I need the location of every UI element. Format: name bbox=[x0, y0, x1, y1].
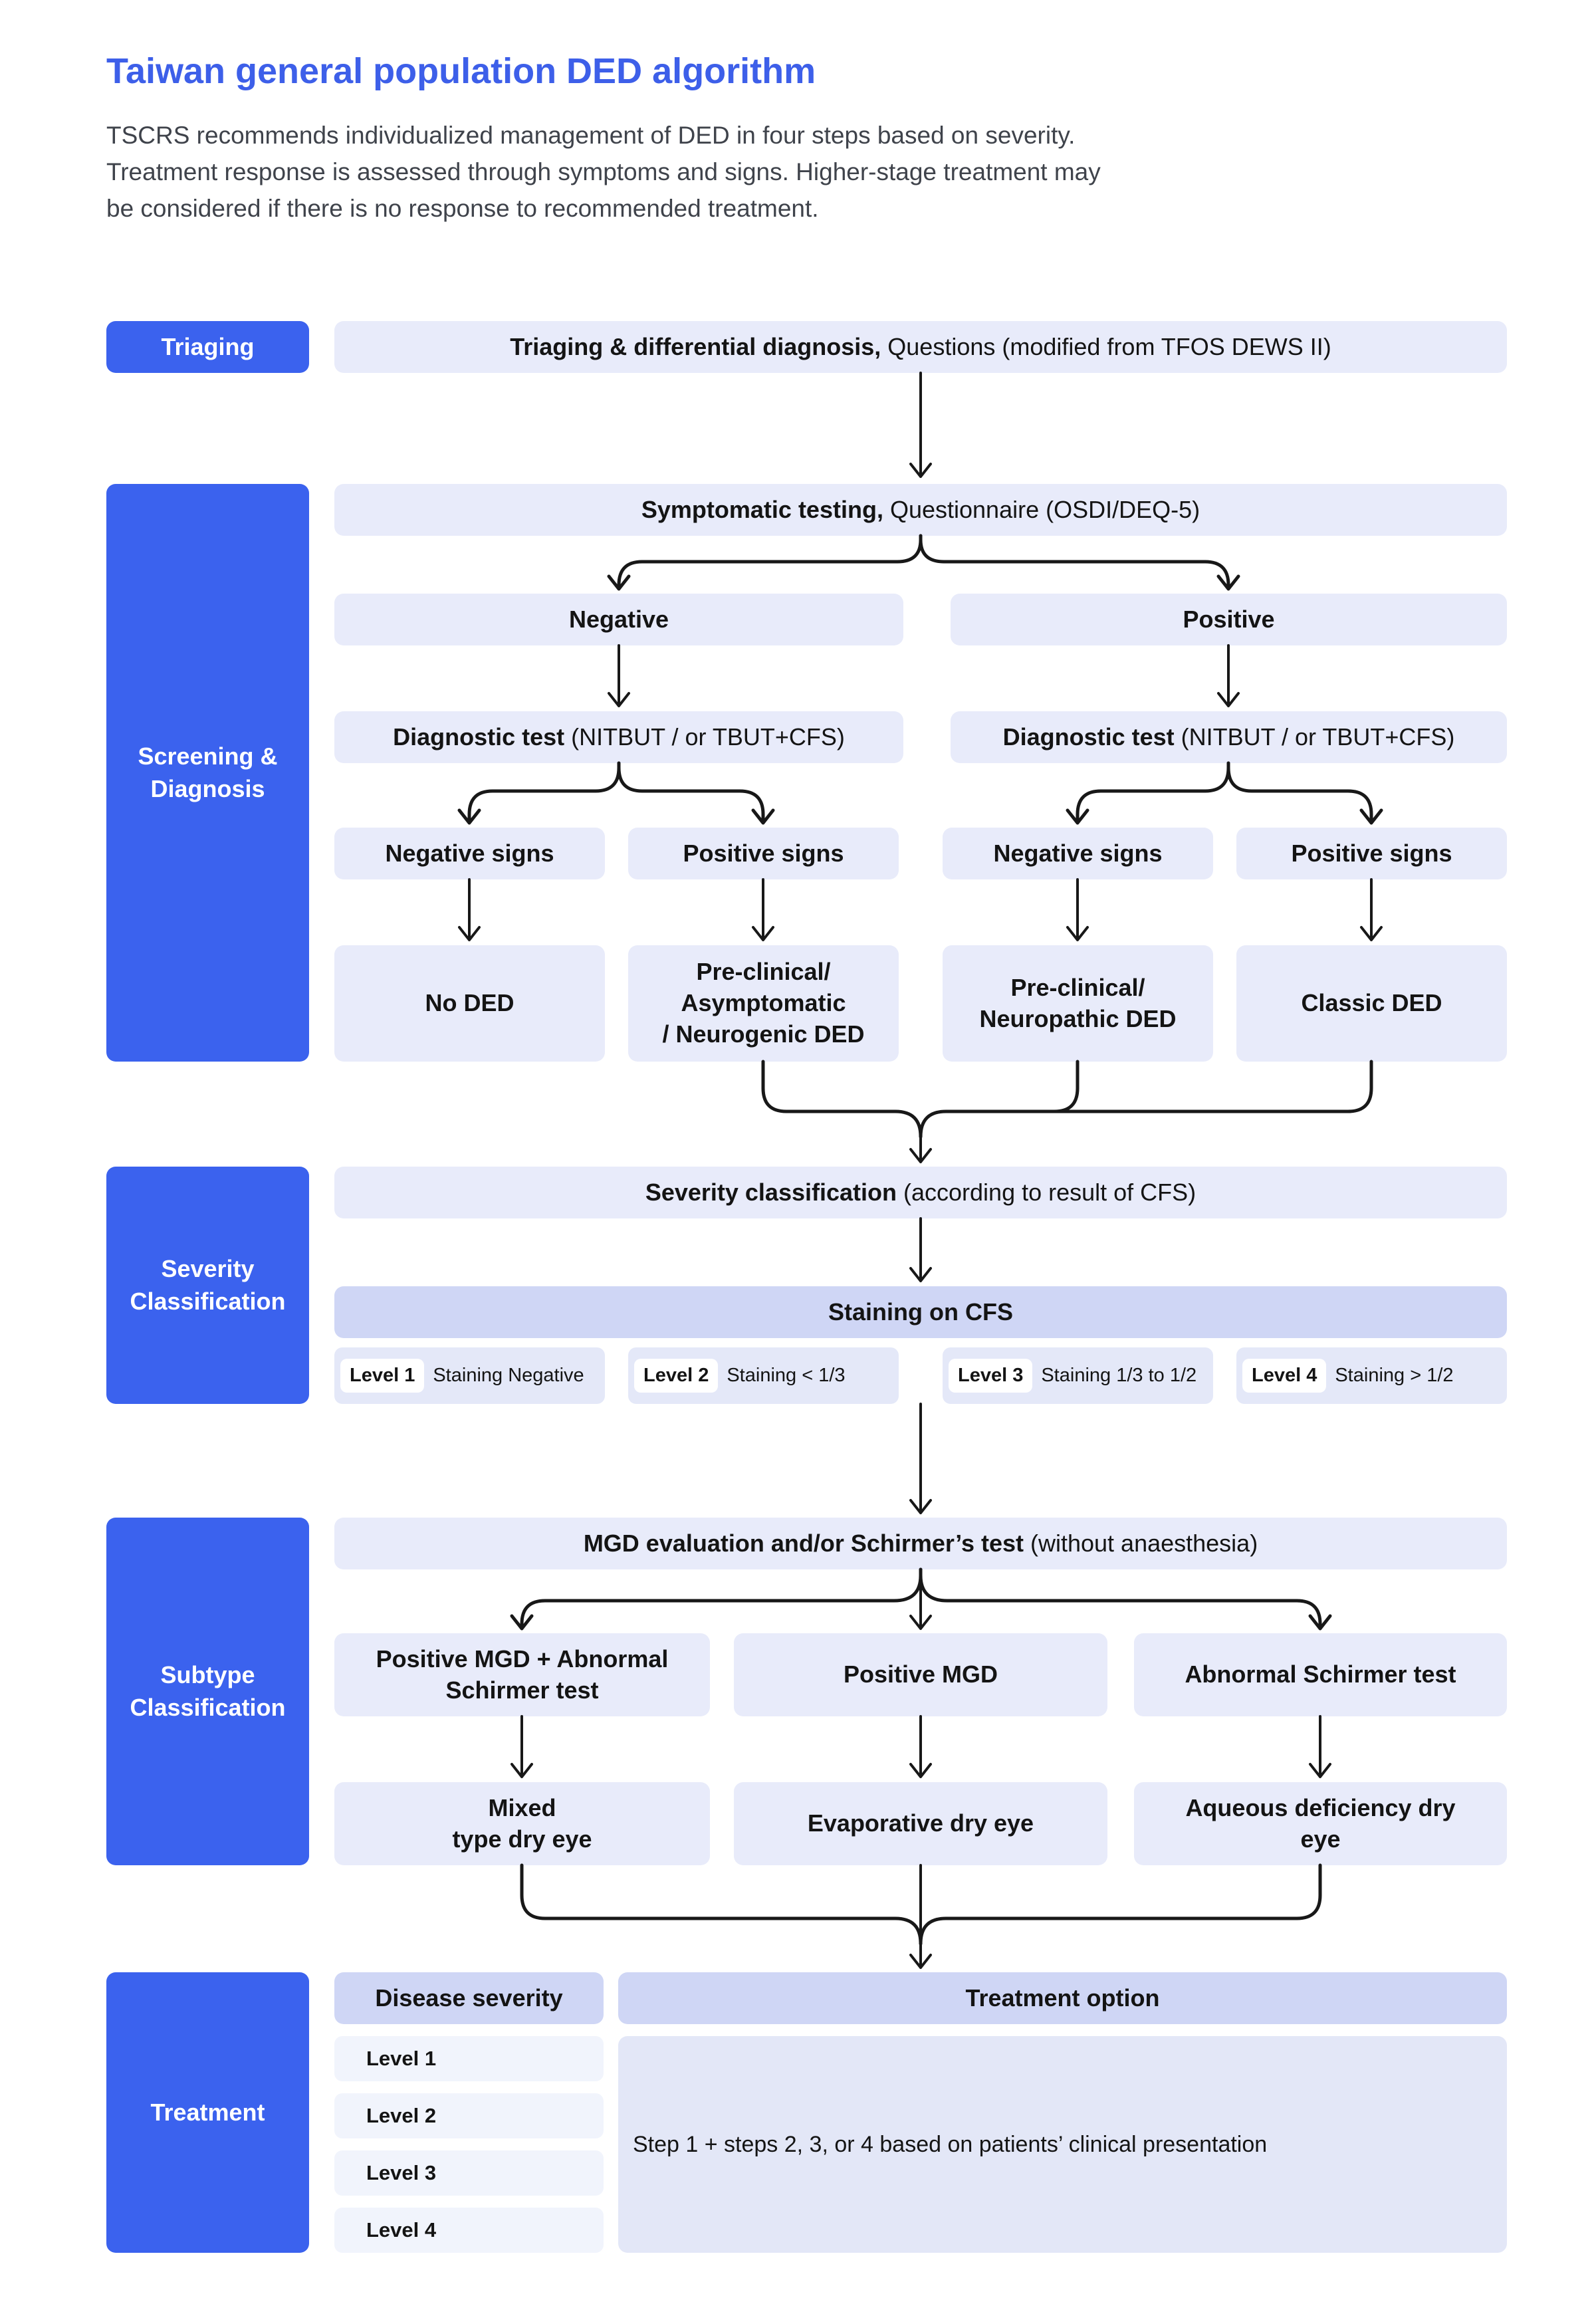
treatment-header-treatment-option: Treatment option bbox=[618, 1972, 1507, 2024]
connector-symptomatic-split-left bbox=[607, 534, 923, 591]
node-text-bold: Diagnostic test bbox=[393, 723, 565, 750]
node-diagnostic-test-right: Diagnostic test (NITBUT / or TBUT+CFS) bbox=[951, 711, 1507, 763]
node-text-rest: Questionnaire (OSDI/DEQ-5) bbox=[883, 495, 1200, 523]
node-outcome-preclinical-neuropathic: Pre-clinical/ Neuropathic DED bbox=[943, 945, 1213, 1062]
node-abnormal-schirmer-test: Abnormal Schirmer test bbox=[1134, 1633, 1507, 1716]
level-chip: Level 4 bbox=[1242, 1358, 1327, 1393]
node-outcome-no-ded: No DED bbox=[334, 945, 605, 1062]
node-text: Diagnostic test (NITBUT / or TBUT+CFS) bbox=[393, 722, 845, 753]
node-symptomatic-testing: Symptomatic testing, Questionnaire (OSDI… bbox=[334, 484, 1507, 536]
connector-outcomes-merge-right bbox=[919, 1060, 1373, 1139]
level-text: Staining Negative bbox=[433, 1364, 584, 1386]
node-questionnaire-positive: Positive bbox=[951, 594, 1507, 645]
level-text: Staining < 1/3 bbox=[727, 1364, 846, 1386]
level-chip: Level 3 bbox=[949, 1358, 1033, 1393]
node-negative-signs-left: Negative signs bbox=[334, 828, 605, 879]
arrow-possigns-to-classic bbox=[1360, 878, 1383, 941]
connector-diagright-split-left bbox=[1066, 761, 1230, 825]
node-text-bold: Symptomatic testing, bbox=[641, 495, 883, 523]
node-negative-signs-right: Negative signs bbox=[943, 828, 1213, 879]
node-text-bold: MGD evaluation and/or Schirmer’s test bbox=[583, 1529, 1024, 1557]
arrow-negsigns-to-noded bbox=[458, 878, 481, 941]
arrow-subtype3-to-aqueous bbox=[1309, 1715, 1331, 1778]
arrow-subtype1-to-mixed bbox=[511, 1715, 533, 1778]
node-text-rest: (according to result of CFS) bbox=[897, 1178, 1197, 1206]
node-positive-signs-left: Positive signs bbox=[628, 828, 899, 879]
node-aqueous-deficiency-dry-eye: Aqueous deficiency dry eye bbox=[1134, 1782, 1507, 1865]
arrow-negsigns-to-neuropathic bbox=[1066, 878, 1089, 941]
treatment-row-level-4: Level 4 bbox=[334, 2208, 604, 2253]
node-text: Symptomatic testing, Questionnaire (OSDI… bbox=[641, 495, 1200, 526]
staining-level-3: Level 3 Staining 1/3 to 1/2 bbox=[943, 1347, 1213, 1404]
connector-types-merge-left bbox=[520, 1863, 923, 1946]
node-evaporative-dry-eye: Evaporative dry eye bbox=[734, 1782, 1107, 1865]
page-title: Taiwan general population DED algorithm bbox=[106, 51, 816, 91]
staining-level-1: Level 1 Staining Negative bbox=[334, 1347, 605, 1404]
node-positive-mgd: Positive MGD bbox=[734, 1633, 1107, 1716]
treatment-row-level-1: Level 1 bbox=[334, 2036, 604, 2081]
treatment-row-level-2: Level 2 bbox=[334, 2093, 604, 2138]
connector-diagleft-split-left bbox=[457, 761, 621, 825]
arrow-subtype2-to-evaporative bbox=[909, 1715, 932, 1778]
node-outcome-preclinical-asymptomatic-neurogenic: Pre-clinical/ Asymptomatic / Neurogenic … bbox=[628, 945, 899, 1062]
node-text: Diagnostic test (NITBUT / or TBUT+CFS) bbox=[1003, 722, 1455, 753]
treatment-step-note: Step 1 + steps 2, 3, or 4 based on patie… bbox=[618, 2036, 1507, 2253]
connector-diagleft-split-right bbox=[617, 761, 775, 825]
stage-label-treatment: Treatment bbox=[106, 1972, 309, 2253]
node-text-bold: Diagnostic test bbox=[1002, 723, 1175, 750]
node-text: Severity classification (according to re… bbox=[645, 1177, 1196, 1208]
arrow-positive-to-diagnostic bbox=[1217, 644, 1240, 707]
node-text-bold: Severity classification bbox=[645, 1178, 897, 1206]
treatment-row-level-3: Level 3 bbox=[334, 2150, 604, 2196]
arrow-possigns-to-preclinical bbox=[752, 878, 774, 941]
connector-types-merge-right bbox=[919, 1863, 1322, 1946]
arrow-outcomes-to-severity bbox=[909, 1133, 932, 1163]
arrow-triage-to-symptomatic bbox=[909, 372, 932, 478]
stage-label-screening-diagnosis: Screening & Diagnosis bbox=[106, 484, 309, 1062]
node-text-rest: (NITBUT / or TBUT+CFS) bbox=[564, 723, 845, 750]
node-text-bold: Triaging & differential diagnosis, bbox=[510, 332, 881, 360]
node-text: Triaging & differential diagnosis, Quest… bbox=[510, 332, 1331, 363]
node-text-rest: Questions (modified from TFOS DEWS II) bbox=[881, 332, 1331, 360]
treatment-header-disease-severity: Disease severity bbox=[334, 1972, 604, 2024]
staining-level-4: Level 4 Staining > 1/2 bbox=[1236, 1347, 1507, 1404]
node-mgd-schirmer-evaluation: MGD evaluation and/or Schirmer’s test (w… bbox=[334, 1518, 1507, 1569]
stage-label-subtype-classification: Subtype Classification bbox=[106, 1518, 309, 1865]
level-chip: Level 2 bbox=[634, 1358, 719, 1393]
node-mixed-type-dry-eye: Mixed type dry eye bbox=[334, 1782, 710, 1865]
node-severity-classification: Severity classification (according to re… bbox=[334, 1167, 1507, 1218]
stage-label-triaging: Triaging bbox=[106, 321, 309, 373]
arrow-negative-to-diagnostic bbox=[608, 644, 630, 707]
node-triaging-differential-diagnosis: Triaging & differential diagnosis, Quest… bbox=[334, 321, 1507, 373]
stage-label-severity-classification: Severity Classification bbox=[106, 1167, 309, 1404]
level-chip: Level 1 bbox=[340, 1358, 425, 1393]
arrow-staining-to-mgd bbox=[909, 1403, 932, 1514]
node-staining-on-cfs-header: Staining on CFS bbox=[334, 1286, 1507, 1338]
node-text-rest: (NITBUT / or TBUT+CFS) bbox=[1174, 723, 1455, 750]
arrow-severity-to-staining bbox=[909, 1217, 932, 1282]
arrow-mgd-split-middle bbox=[909, 1568, 932, 1630]
level-text: Staining 1/3 to 1/2 bbox=[1041, 1364, 1197, 1386]
node-positive-signs-right: Positive signs bbox=[1236, 828, 1507, 879]
intro-paragraph: TSCRS recommends individualized manageme… bbox=[106, 122, 1101, 222]
node-positive-mgd-abnormal-schirmer: Positive MGD + Abnormal Schirmer test bbox=[334, 1633, 710, 1716]
connector-diagright-split-right bbox=[1226, 761, 1383, 825]
connector-outcomes-merge-mid bbox=[1052, 1060, 1080, 1113]
connector-outcomes-merge-left bbox=[761, 1060, 923, 1139]
node-text: MGD evaluation and/or Schirmer’s test (w… bbox=[584, 1528, 1258, 1559]
node-questionnaire-negative: Negative bbox=[334, 594, 903, 645]
connector-mgd-split-left bbox=[510, 1567, 923, 1631]
staining-level-2: Level 2 Staining < 1/3 bbox=[628, 1347, 899, 1404]
node-diagnostic-test-left: Diagnostic test (NITBUT / or TBUT+CFS) bbox=[334, 711, 903, 763]
node-outcome-classic-ded: Classic DED bbox=[1236, 945, 1507, 1062]
level-text: Staining > 1/2 bbox=[1335, 1364, 1454, 1386]
connector-mgd-split-right bbox=[919, 1567, 1332, 1631]
connector-symptomatic-split-right bbox=[919, 534, 1240, 591]
node-text-rest: (without anaesthesia) bbox=[1023, 1529, 1258, 1557]
arrow-types-to-treatment bbox=[909, 1864, 932, 1969]
